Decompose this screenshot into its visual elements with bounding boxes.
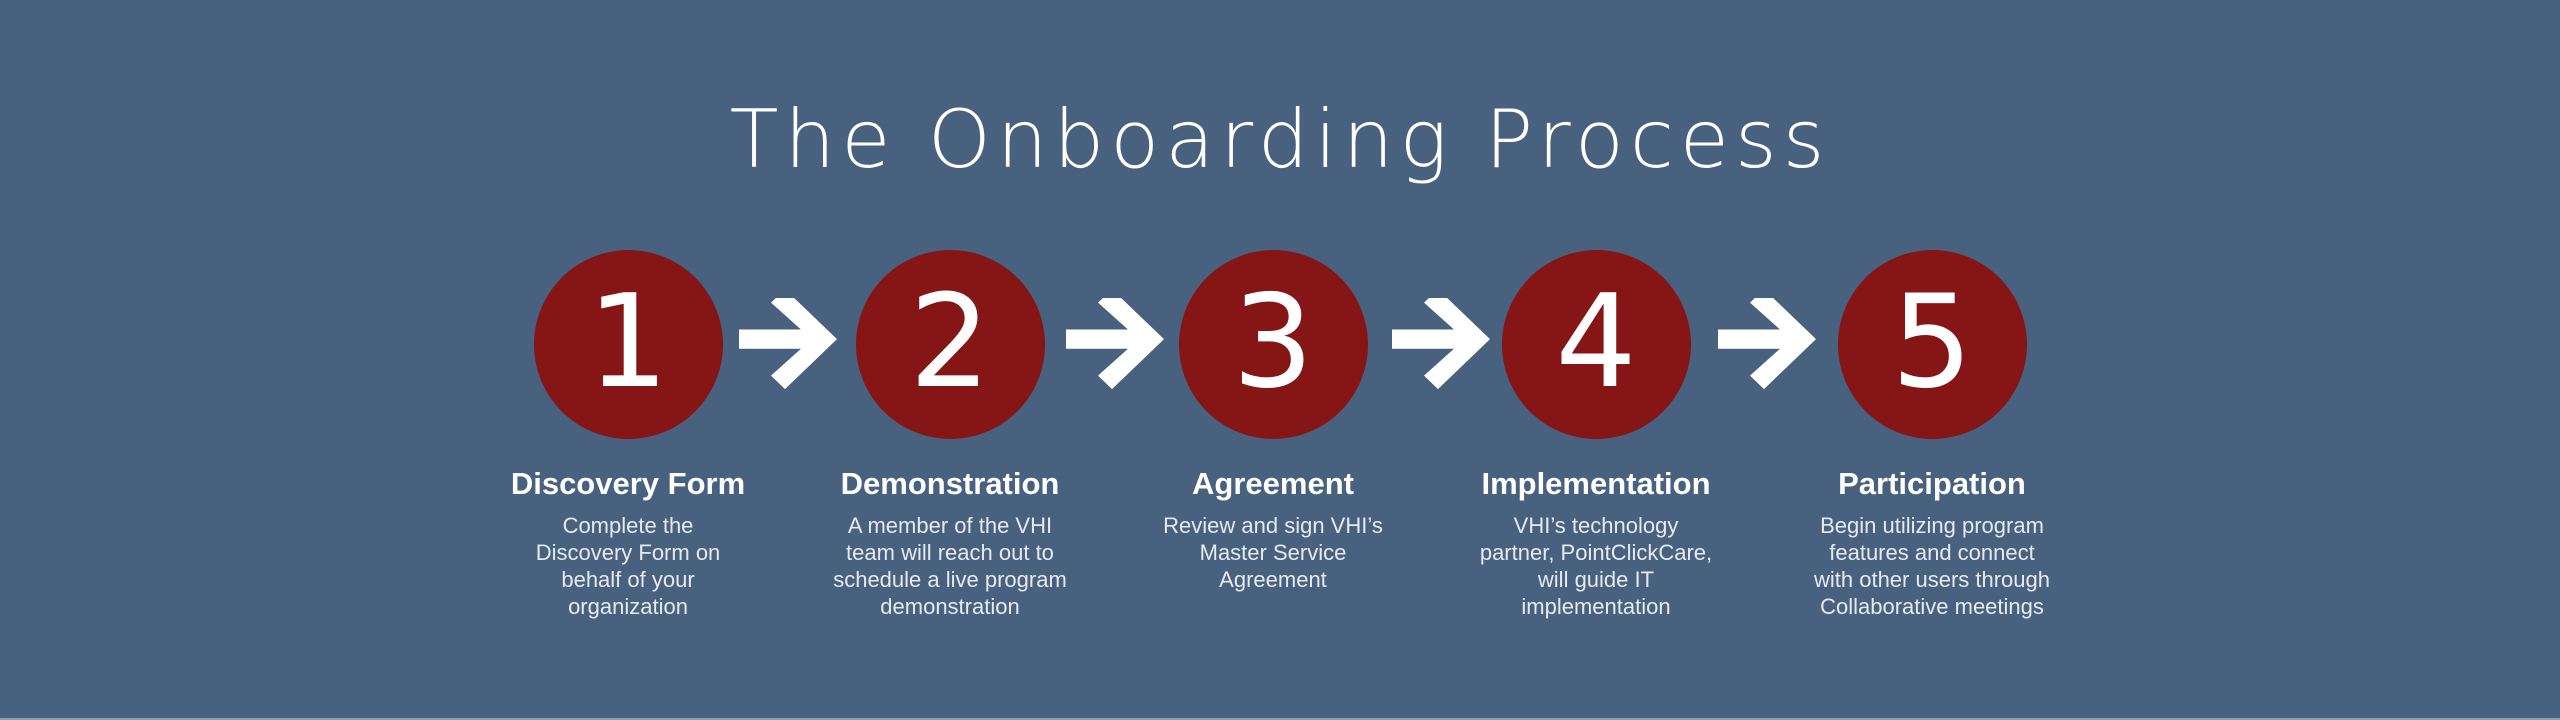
step-description-line: schedule a live program bbox=[833, 567, 1067, 592]
step-number-circle: 3 bbox=[1178, 250, 1368, 439]
right-arrow-icon bbox=[1718, 298, 1816, 390]
step-description-line: demonstration bbox=[880, 594, 1020, 619]
step-description-line: Review and sign VHI’s bbox=[1163, 513, 1383, 538]
step-title: Implementation bbox=[1481, 466, 1711, 501]
step-description-line: Agreement bbox=[1219, 567, 1327, 592]
right-arrow-icon bbox=[1392, 298, 1490, 390]
step-description-line: team will reach out to bbox=[846, 540, 1054, 565]
step-description-line: Begin utilizing program bbox=[1820, 513, 2044, 538]
step-2: 2 Demonstration A member of the VHI team… bbox=[800, 250, 1100, 620]
step-description-line: partner, PointClickCare, bbox=[1479, 540, 1713, 565]
step-4: 4 Implementation VHI’s technology partne… bbox=[1446, 250, 1746, 620]
step-description-line: implementation bbox=[1521, 594, 1671, 619]
step-5: 5 Participation Begin utilizing program … bbox=[1782, 250, 2082, 620]
step-title: Participation bbox=[1838, 466, 2026, 501]
step-description-line: Complete the bbox=[562, 513, 694, 538]
step-description-line: with other users through bbox=[1813, 567, 2051, 592]
step-number-circle: 2 bbox=[855, 250, 1045, 439]
step-number: 3 bbox=[1232, 267, 1314, 417]
step-number: 1 bbox=[587, 267, 669, 417]
step-description: A member of the VHI team will reach out … bbox=[833, 512, 1067, 620]
step-number: 4 bbox=[1555, 267, 1637, 417]
step-number: 2 bbox=[909, 267, 991, 417]
step-description-line: Master Service bbox=[1199, 540, 1347, 565]
step-description: VHI’s technology partner, PointClickCare… bbox=[1480, 512, 1712, 620]
step-description-line: A member of the VHI bbox=[847, 513, 1053, 538]
step-title: Agreement bbox=[1192, 466, 1354, 501]
bottom-border bbox=[0, 718, 2560, 720]
right-arrow-icon bbox=[739, 298, 837, 390]
step-description-line: organization bbox=[568, 594, 688, 619]
page-title: The Onboarding Process bbox=[729, 93, 1831, 186]
step-description-line: will guide IT bbox=[1537, 567, 1655, 592]
step-title: Discovery Form bbox=[510, 466, 746, 501]
step-description-line: features and connect bbox=[1829, 540, 2035, 565]
step-description-line: Discovery Form on bbox=[535, 540, 721, 565]
step-number-circle: 5 bbox=[1837, 250, 2027, 439]
step-number-circle: 4 bbox=[1501, 250, 1691, 439]
step-description-line: Collaborative meetings bbox=[1820, 594, 2044, 619]
step-description: Review and sign VHI’s Master Service Agr… bbox=[1163, 512, 1383, 593]
step-number: 5 bbox=[1891, 267, 1973, 417]
step-description: Complete the Discovery Form on behalf of… bbox=[536, 512, 721, 620]
right-arrow-icon bbox=[1066, 298, 1164, 390]
step-description-line: behalf of your bbox=[561, 567, 695, 592]
step-1: 1 Discovery Form Complete the Discovery … bbox=[478, 250, 778, 620]
step-title: Demonstration bbox=[840, 466, 1060, 501]
step-description: Begin utilizing program features and con… bbox=[1814, 512, 2050, 620]
step-3: 3 Agreement Review and sign VHI’s Master… bbox=[1123, 250, 1423, 593]
step-description-line: VHI’s technology bbox=[1513, 513, 1679, 538]
step-number-circle: 1 bbox=[533, 250, 723, 439]
